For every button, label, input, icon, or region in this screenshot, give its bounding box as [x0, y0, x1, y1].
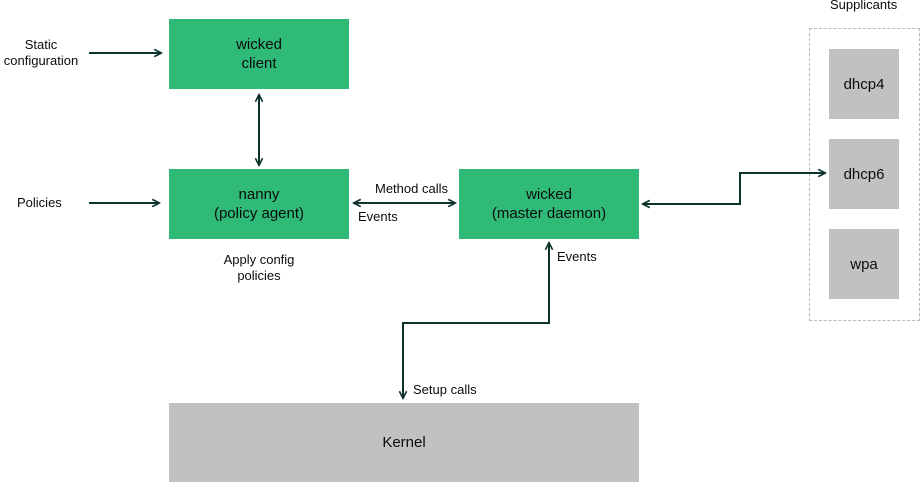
dhcp6-label: dhcp6: [843, 165, 885, 183]
wicked-client-label: wicked client: [236, 36, 282, 72]
kernel-label: Kernel: [382, 434, 426, 451]
nanny-label: nanny (policy agent): [213, 186, 305, 222]
events-label-right: Events: [557, 249, 597, 264]
wpa-label: wpa: [850, 255, 878, 273]
daemon-kernel-arrow: [403, 243, 549, 398]
daemon-supplicants-arrow: [643, 173, 825, 204]
dhcp4-box: dhcp4: [829, 49, 899, 119]
method-calls-label: Method calls: [375, 181, 448, 196]
master-daemon-label: wicked (master daemon): [491, 186, 607, 222]
events-label-left: Events: [358, 209, 398, 224]
kernel-box: Kernel: [169, 403, 639, 482]
nanny-box: nanny (policy agent): [169, 169, 349, 239]
dhcp6-box: dhcp6: [829, 139, 899, 209]
dhcp4-label: dhcp4: [843, 75, 885, 93]
apply-config-policies-label: Apply config policies: [223, 252, 295, 283]
supplicants-label: Supplicants: [830, 0, 898, 12]
static-configuration-label: Static configuration: [3, 37, 79, 68]
setup-calls-label: Setup calls: [413, 382, 477, 397]
wicked-client-box: wicked client: [169, 19, 349, 89]
wpa-box: wpa: [829, 229, 899, 299]
master-daemon-box: wicked (master daemon): [459, 169, 639, 239]
policies-label: Policies: [17, 195, 62, 210]
